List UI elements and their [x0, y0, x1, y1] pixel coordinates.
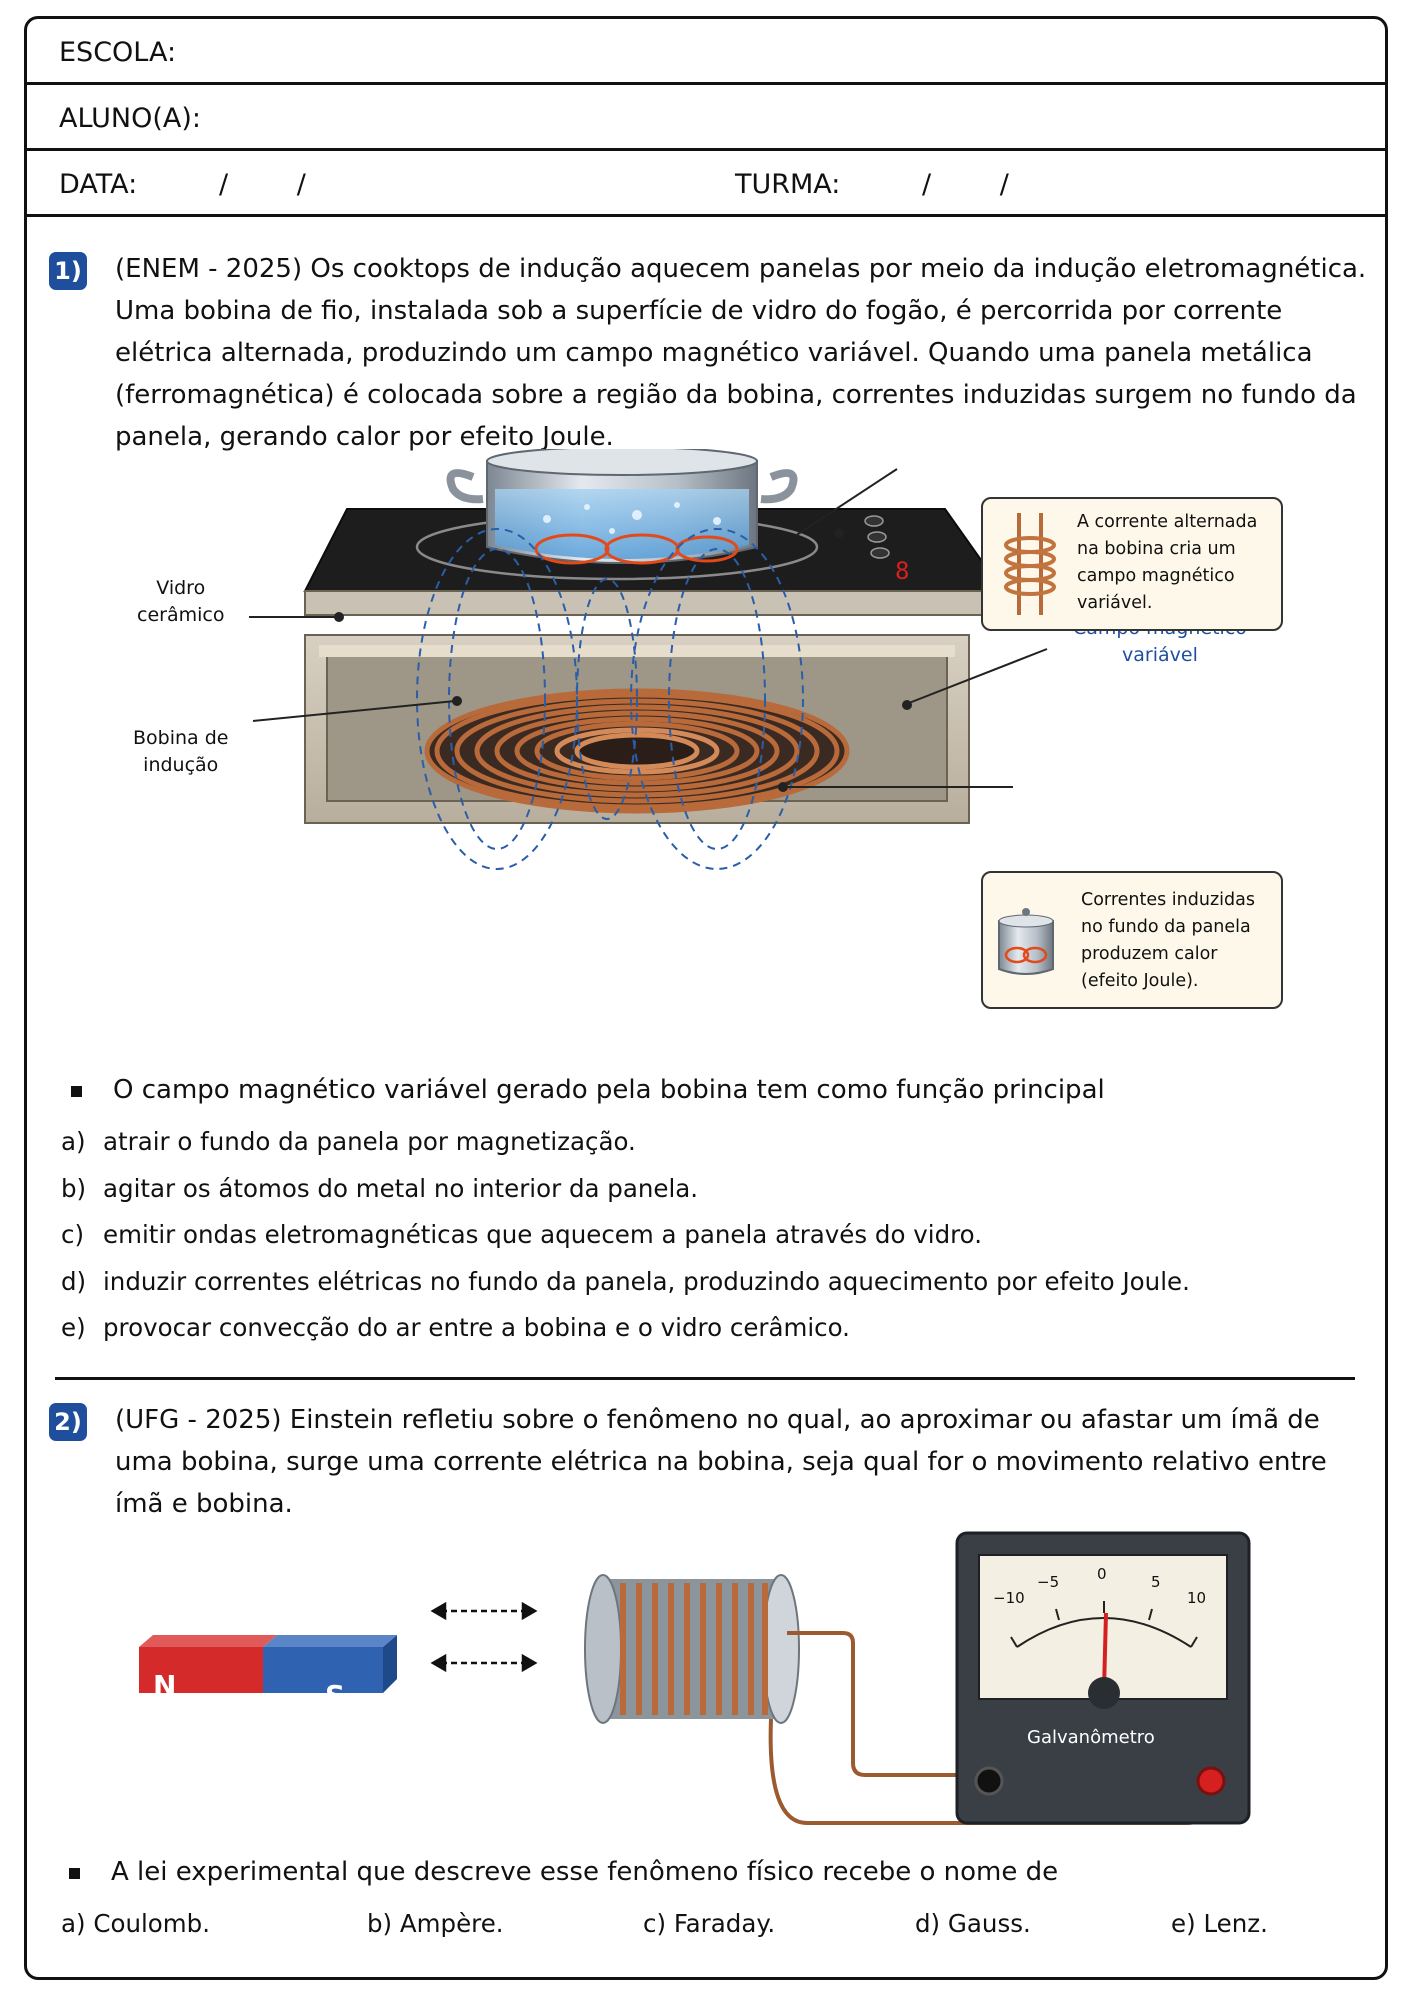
magnetic-field-lines [416, 528, 804, 870]
callout-alternating-current: A corrente alternada na bobina cria um c… [981, 497, 1283, 631]
option-letter: e) [61, 1313, 86, 1342]
callout-line: campo magnético [1077, 566, 1235, 586]
turma-separators: / / [922, 169, 1009, 200]
callout-line: (efeito Joule). [1081, 971, 1199, 991]
option-text: Lenz. [1203, 1909, 1268, 1938]
induction-coil-drawing [424, 688, 850, 814]
q2-line: (UFG - 2025) Einstein refletiu sobre o f… [115, 1405, 1320, 1435]
option-text: Faraday. [673, 1909, 776, 1938]
header-data-row: DATA: / / TURMA: / / [27, 151, 1385, 217]
header-aluno-row: ALUNO(A): [27, 85, 1385, 151]
question-2-number: 2) [49, 1403, 87, 1441]
option-text: Coulomb. [93, 1909, 211, 1938]
callout-line: variável. [1077, 593, 1153, 613]
galvanometer-label: Galvanômetro [1027, 1727, 1155, 1748]
option-text: induzir correntes elétricas no fundo da … [103, 1266, 1190, 1296]
scale-label-5: 5 [1151, 1573, 1161, 1591]
option-letter: e) [1171, 1909, 1196, 1938]
induction-cooktop-figure: 8 [249, 449, 1048, 870]
option-c[interactable]: c) Faraday. [643, 1909, 775, 1938]
q2-line: uma bobina, surge uma corrente elétrica … [115, 1447, 1327, 1477]
q1-line: (ENEM - 2025) Os cooktops de indução aqu… [115, 254, 1367, 284]
q1-line: (ferromagnética) é colocada sobre a regi… [115, 380, 1357, 410]
option-text: atrair o fundo da panela por magnetizaçã… [103, 1127, 636, 1156]
svg-text:8: 8 [895, 557, 909, 585]
option-a[interactable]: a) Coulomb. [61, 1909, 210, 1938]
callout-line: A corrente alternada [1077, 512, 1258, 532]
option-c[interactable]: c) emitir ondas eletromagnéticas que aque… [61, 1220, 1190, 1267]
question-1-text: (ENEM - 2025) Os cooktops de indução aqu… [115, 248, 1366, 458]
option-e[interactable]: e) provocar convecção do ar entre a bobin… [61, 1313, 1190, 1360]
option-e[interactable]: e) Lenz. [1171, 1909, 1268, 1938]
question-1-stem: O campo magnético variável gerado pela b… [71, 1075, 1105, 1105]
faraday-experiment-figure [139, 1531, 1251, 1825]
option-b[interactable]: b) agitar os átomos do metal no interior … [61, 1174, 1190, 1221]
callout-line: Correntes induzidas [1081, 890, 1255, 910]
callout-line: na bobina cria um [1077, 539, 1236, 559]
motion-arrows [430, 1601, 538, 1673]
pot-icon [998, 908, 1054, 975]
callout-induced-currents: Correntes induzidas no fundo da panela p… [981, 871, 1283, 1009]
callout-top-text: A corrente alternada na bobina cria um c… [1077, 509, 1257, 617]
option-d[interactable]: d) induzir correntes elétricas no fundo d… [61, 1267, 1190, 1314]
bar-magnet [139, 1635, 397, 1693]
option-text: agitar os átomos do metal no interior da… [103, 1173, 699, 1203]
question-2-text: (UFG - 2025) Einstein refletiu sobre o f… [115, 1399, 1327, 1525]
turma-label: TURMA: [735, 169, 841, 200]
metal-pot [446, 449, 798, 565]
option-text: emitir ondas eletromagnéticas que aquece… [103, 1220, 982, 1249]
aluno-label: ALUNO(A): [59, 103, 202, 134]
option-text: Gauss. [947, 1909, 1031, 1938]
option-b[interactable]: b) Ampère. [367, 1909, 504, 1938]
control-buttons [864, 515, 890, 559]
option-letter: d) [61, 1266, 87, 1296]
label-line: Vidro [156, 577, 206, 599]
callout-line: no fundo da panela [1081, 917, 1251, 937]
q1-line: Uma bobina de fio, instalada sob a super… [115, 296, 1283, 326]
question-1-number: 1) [49, 252, 87, 290]
option-letter: a) [61, 1127, 86, 1156]
option-letter: b) [61, 1173, 87, 1203]
header-escola-row: ESCOLA: [27, 19, 1385, 85]
scale-label-minus-5: −5 [1037, 1573, 1060, 1591]
label-line: cerâmico [137, 604, 225, 626]
option-letter: c) [643, 1909, 667, 1938]
option-letter: b) [367, 1909, 393, 1938]
label-line: variável [1122, 644, 1198, 666]
option-d[interactable]: d) Gauss. [915, 1909, 1031, 1938]
option-text: Ampère. [399, 1909, 504, 1938]
option-text: provocar convecção do ar entre a bobina … [103, 1313, 850, 1342]
data-label: DATA: [59, 169, 138, 200]
option-letter: d) [915, 1909, 941, 1938]
label-line: Bobina de [133, 727, 229, 749]
option-letter: a) [61, 1909, 86, 1938]
q2-line: ímã e bobina. [115, 1489, 293, 1519]
solenoid-coil [584, 1574, 800, 1724]
label-bobina-inducao: Bobina de indução [133, 725, 228, 779]
label-line: indução [143, 754, 219, 776]
section-divider [55, 1377, 1355, 1380]
option-letter: c) [61, 1220, 85, 1249]
galvanometer [955, 1531, 1251, 1825]
scale-label-10: 10 [1187, 1589, 1207, 1607]
callout-bottom-text: Correntes induzidas no fundo da panela p… [1081, 887, 1255, 995]
data-separators: / / [219, 169, 306, 200]
worksheet-page: ESCOLA: ALUNO(A): DATA: / / TURMA: / / 1… [24, 16, 1388, 1980]
magnet-south-label: S [325, 1679, 346, 1712]
escola-label: ESCOLA: [59, 37, 177, 68]
q1-line: panela, gerando calor por efeito Joule. [115, 422, 614, 452]
question-1-options: a) atrair o fundo da panela por magnetiza… [61, 1127, 1190, 1360]
option-a[interactable]: a) atrair o fundo da panela por magnetiza… [61, 1127, 1190, 1174]
magnet-north-label: N [153, 1669, 177, 1702]
coil-icon [1004, 513, 1056, 615]
question-2-stem: A lei experimental que descreve esse fen… [68, 1857, 1059, 1887]
callout-line: produzem calor [1081, 944, 1218, 964]
label-vidro-ceramico: Vidro cerâmico [137, 575, 224, 629]
q1-line: elétrica alternada, produzindo um campo … [115, 338, 1313, 368]
scale-label-minus-10: −10 [993, 1589, 1025, 1607]
scale-label-0: 0 [1097, 1565, 1107, 1583]
